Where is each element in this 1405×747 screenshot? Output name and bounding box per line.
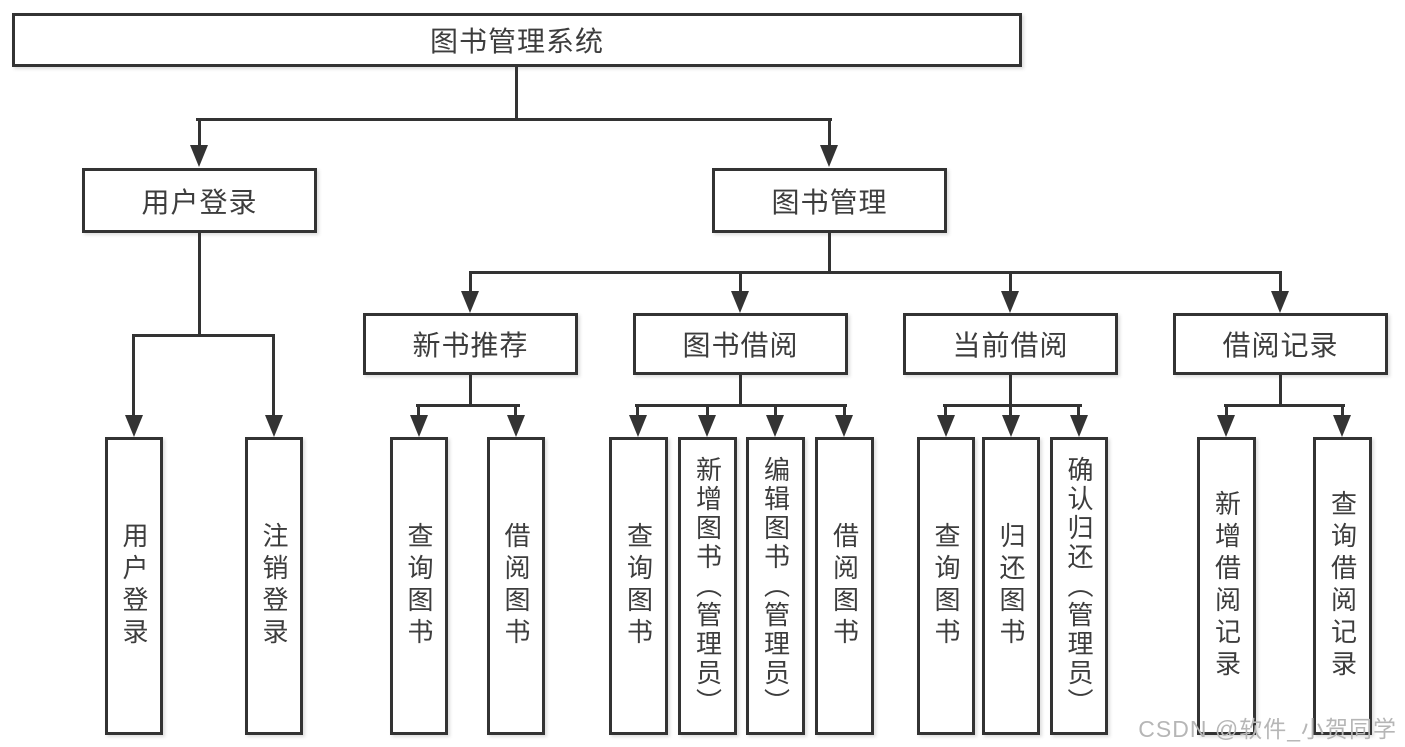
connector-line xyxy=(1341,406,1344,416)
connector-line xyxy=(739,375,742,406)
connector-line xyxy=(1009,273,1012,293)
connector-line xyxy=(196,118,832,121)
connector-line xyxy=(469,273,472,293)
leaf-edit-books-admin-label: 编辑图书（管理员） xyxy=(760,455,791,717)
node-new-books: 新书推荐 xyxy=(363,313,578,375)
arrow-down-icon xyxy=(125,415,143,437)
leaf-query-books-1-label: 查询图书 xyxy=(404,522,434,650)
node-borrow-records: 借阅记录 xyxy=(1173,313,1388,375)
arrow-down-icon xyxy=(1001,291,1019,313)
leaf-add-books-admin-label: 新增图书（管理员） xyxy=(692,455,723,717)
connector-line xyxy=(132,336,135,416)
connector-line xyxy=(198,233,201,336)
arrow-down-icon xyxy=(1002,415,1020,437)
connector-line xyxy=(828,233,831,273)
node-current-borrow: 当前借阅 xyxy=(903,313,1118,375)
node-book-borrow-label: 图书借阅 xyxy=(682,330,799,361)
leaf-edit-books-admin: 编辑图书（管理员） xyxy=(746,437,805,735)
connector-line xyxy=(635,404,847,407)
node-borrow-records-label: 借阅记录 xyxy=(1222,330,1339,361)
connector-line xyxy=(1279,375,1282,406)
arrow-down-icon xyxy=(507,415,525,437)
leaf-add-borrow-record: 新增借阅记录 xyxy=(1197,437,1256,735)
connector-line xyxy=(774,406,777,416)
node-root: 图书管理系统 xyxy=(12,13,1022,67)
leaf-logout-label: 注销登录 xyxy=(259,522,289,650)
watermark: CSDN @软件_小贺同学 xyxy=(1138,716,1397,742)
leaf-query-books-1: 查询图书 xyxy=(390,437,448,735)
arrow-down-icon xyxy=(731,291,749,313)
leaf-query-books-3-label: 查询图书 xyxy=(931,522,961,650)
leaf-user-login: 用户登录 xyxy=(105,437,163,735)
node-user-login-label: 用户登录 xyxy=(141,186,258,218)
arrow-down-icon xyxy=(265,415,283,437)
connector-line xyxy=(943,404,1082,407)
connector-line xyxy=(706,406,709,416)
arrow-down-icon xyxy=(410,415,428,437)
leaf-confirm-return-admin: 确认归还（管理员） xyxy=(1050,437,1108,735)
connector-line xyxy=(417,406,420,416)
arrow-down-icon xyxy=(835,415,853,437)
leaf-query-books-2-label: 查询图书 xyxy=(623,522,654,650)
arrow-down-icon xyxy=(461,291,479,313)
connector-line xyxy=(739,273,742,293)
node-book-borrow: 图书借阅 xyxy=(633,313,848,375)
connector-line xyxy=(1224,404,1345,407)
connector-line xyxy=(469,375,472,406)
connector-line xyxy=(416,404,520,407)
arrow-down-icon xyxy=(1333,415,1351,437)
leaf-query-borrow-record: 查询借阅记录 xyxy=(1313,437,1372,735)
connector-line xyxy=(1009,375,1012,406)
arrow-down-icon xyxy=(820,145,838,167)
connector-line xyxy=(1077,406,1080,416)
leaf-query-books-3: 查询图书 xyxy=(917,437,975,735)
connector-line xyxy=(1009,406,1012,416)
leaf-confirm-return-admin-label: 确认归还（管理员） xyxy=(1064,455,1094,717)
connector-line xyxy=(1279,273,1282,293)
arrow-down-icon xyxy=(766,415,784,437)
leaf-borrow-books-1: 借阅图书 xyxy=(487,437,545,735)
node-root-label: 图书管理系统 xyxy=(429,26,604,57)
arrow-down-icon xyxy=(937,415,955,437)
arrow-down-icon xyxy=(190,145,208,167)
connector-line xyxy=(636,406,639,416)
arrow-down-icon xyxy=(698,415,716,437)
node-book-mgmt-label: 图书管理 xyxy=(771,186,888,218)
node-user-login: 用户登录 xyxy=(82,168,317,233)
connector-line xyxy=(944,406,947,416)
connector-line xyxy=(514,406,517,416)
leaf-query-borrow-record-label: 查询借阅记录 xyxy=(1327,490,1358,682)
leaf-return-books-label: 归还图书 xyxy=(996,522,1026,650)
connector-line xyxy=(515,67,518,120)
connector-line xyxy=(132,334,275,337)
node-new-books-label: 新书推荐 xyxy=(412,330,529,361)
connector-line xyxy=(272,336,275,416)
connector-line xyxy=(469,271,1282,274)
arrow-down-icon xyxy=(1271,291,1289,313)
arrow-down-icon xyxy=(629,415,647,437)
leaf-add-borrow-record-label: 新增借阅记录 xyxy=(1211,490,1242,682)
leaf-logout: 注销登录 xyxy=(245,437,303,735)
leaf-user-login-label: 用户登录 xyxy=(119,522,149,650)
connector-line xyxy=(198,120,201,146)
leaf-borrow-books-1-label: 借阅图书 xyxy=(501,522,531,650)
leaf-borrow-books-2: 借阅图书 xyxy=(815,437,874,735)
node-current-borrow-label: 当前借阅 xyxy=(952,330,1069,361)
arrow-down-icon xyxy=(1217,415,1235,437)
leaf-return-books: 归还图书 xyxy=(982,437,1040,735)
connector-line xyxy=(1225,406,1228,416)
leaf-query-books-2: 查询图书 xyxy=(609,437,668,735)
connector-line xyxy=(828,120,831,146)
arrow-down-icon xyxy=(1070,415,1088,437)
node-book-mgmt: 图书管理 xyxy=(712,168,947,233)
leaf-add-books-admin: 新增图书（管理员） xyxy=(678,437,737,735)
connector-line xyxy=(843,406,846,416)
leaf-borrow-books-2-label: 借阅图书 xyxy=(829,522,860,650)
